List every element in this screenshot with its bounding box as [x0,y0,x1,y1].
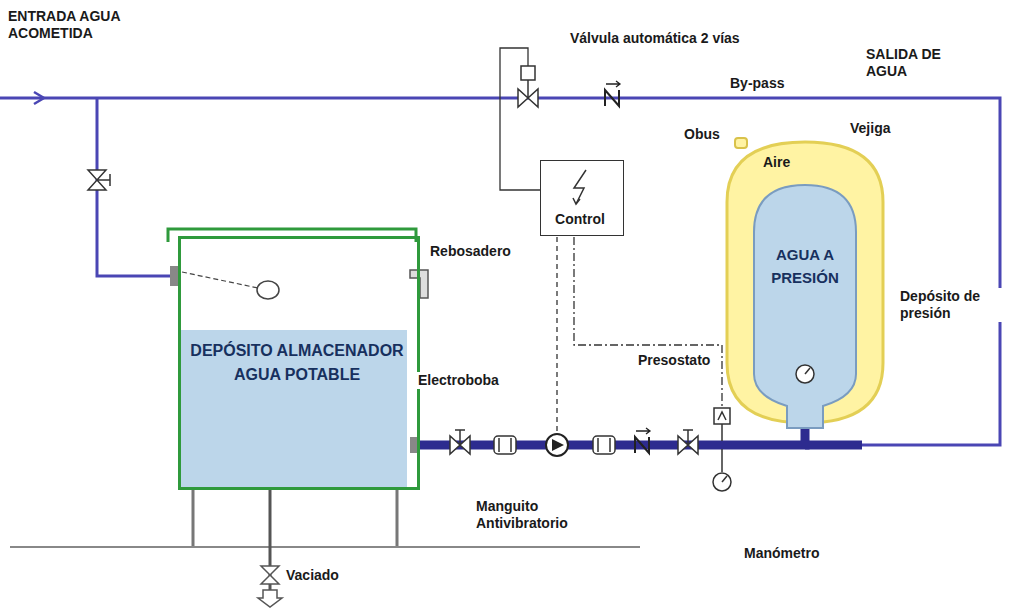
lightning-symbol [574,170,586,204]
pump-symbol [546,434,568,456]
branch-valve [97,174,110,186]
drain-valve [258,590,282,607]
check-valve [635,437,649,453]
gauge-symbol [796,365,814,383]
part-label: Electroboba [416,372,501,389]
part-label: Manómetro [742,545,821,562]
pressure-gauge [713,449,731,491]
water-line [97,98,172,276]
part-label: Válvula automática 2 vías [568,30,742,47]
pressure-vessel: AireAGUA A PRESIÓN [725,140,885,425]
branch-valve [88,180,106,190]
gate-valve [450,436,460,454]
check-valve [605,90,619,106]
ground-line [10,546,640,548]
pressure-gauge [713,473,731,491]
branch-valve [88,170,106,180]
signal-line [557,237,722,433]
automatic-valve [521,66,535,80]
float-valve [182,272,279,299]
part-label: Vaciado [284,567,341,584]
pressure-gauge [722,476,727,482]
control-ground [540,160,620,236]
part-label: By-pass [728,75,786,92]
anti-vibration-sleeve [499,438,511,452]
drain-valve [258,490,282,607]
anti-vibration-sleeve [598,438,610,452]
valve-core [735,138,747,148]
part-label: ENTRADA AGUA ACOMETIDA [6,8,140,42]
bladder-outline [754,185,856,428]
float-valve [182,272,258,288]
part-label: Manguito Antivibratorio [474,498,588,532]
anti-vibration-sleeve [593,436,615,454]
gate-valve [455,430,465,445]
gate-valve [460,436,470,454]
gauge-symbol [805,368,810,374]
outlet-pipe [805,441,862,450]
node-text: DEPÓSITO ALMACENADOR AGUA POTABLE [181,339,413,387]
part-label: Obus [682,126,722,143]
gate-valve [688,436,698,454]
lightning-symbol [573,198,580,204]
tank-inlet [170,266,178,286]
flow-arrow [34,92,44,104]
signal-line [574,237,722,407]
pressure-gauge [721,449,723,472]
part-label: Depósito de presión [898,288,1002,322]
part-label: SALIDA DE AGUA [864,46,980,80]
branch-valve [88,170,110,190]
drain-valve [261,575,279,584]
automatic-valve [528,89,538,107]
part-label: Presostato [636,352,712,369]
node-text: AGUA A PRESIÓN [753,244,857,289]
drain-valve [261,566,279,575]
gate-valve [683,430,693,445]
automatic-valve [518,89,528,107]
node-text: Control [541,211,619,228]
flow-arrow [34,92,44,104]
bladder-outline [753,184,857,430]
gate-valve [450,430,698,454]
check-valve [606,81,620,87]
signal-line [556,237,557,433]
check-valve [636,428,650,434]
tank-outlet [410,437,417,453]
part-label: Rebosadero [428,243,513,260]
automatic-valve [518,66,538,107]
anti-vibration-sleeve [494,436,516,454]
tank-legs [193,490,397,546]
float-valve [257,281,279,299]
lightning-symbol [573,170,586,204]
pressure-switch [714,408,730,424]
pump-symbol [552,439,564,451]
control-box: Control [540,160,624,236]
gate-valve [678,436,688,454]
pressure-switch [714,408,730,441]
control-wire [500,48,540,190]
bladder: AGUA A PRESIÓN [753,184,861,408]
pressure-switch [718,412,726,420]
part-label: Vejiga [848,120,892,137]
node-text: Aire [763,154,823,171]
tank-legs [193,490,397,546]
storage-tank: DEPÓSITO ALMACENADOR AGUA POTABLE [178,236,420,490]
pump-symbol [546,434,568,456]
check-valve [605,81,650,453]
automatic-valve [527,80,529,98]
pressure-switch [721,424,723,441]
